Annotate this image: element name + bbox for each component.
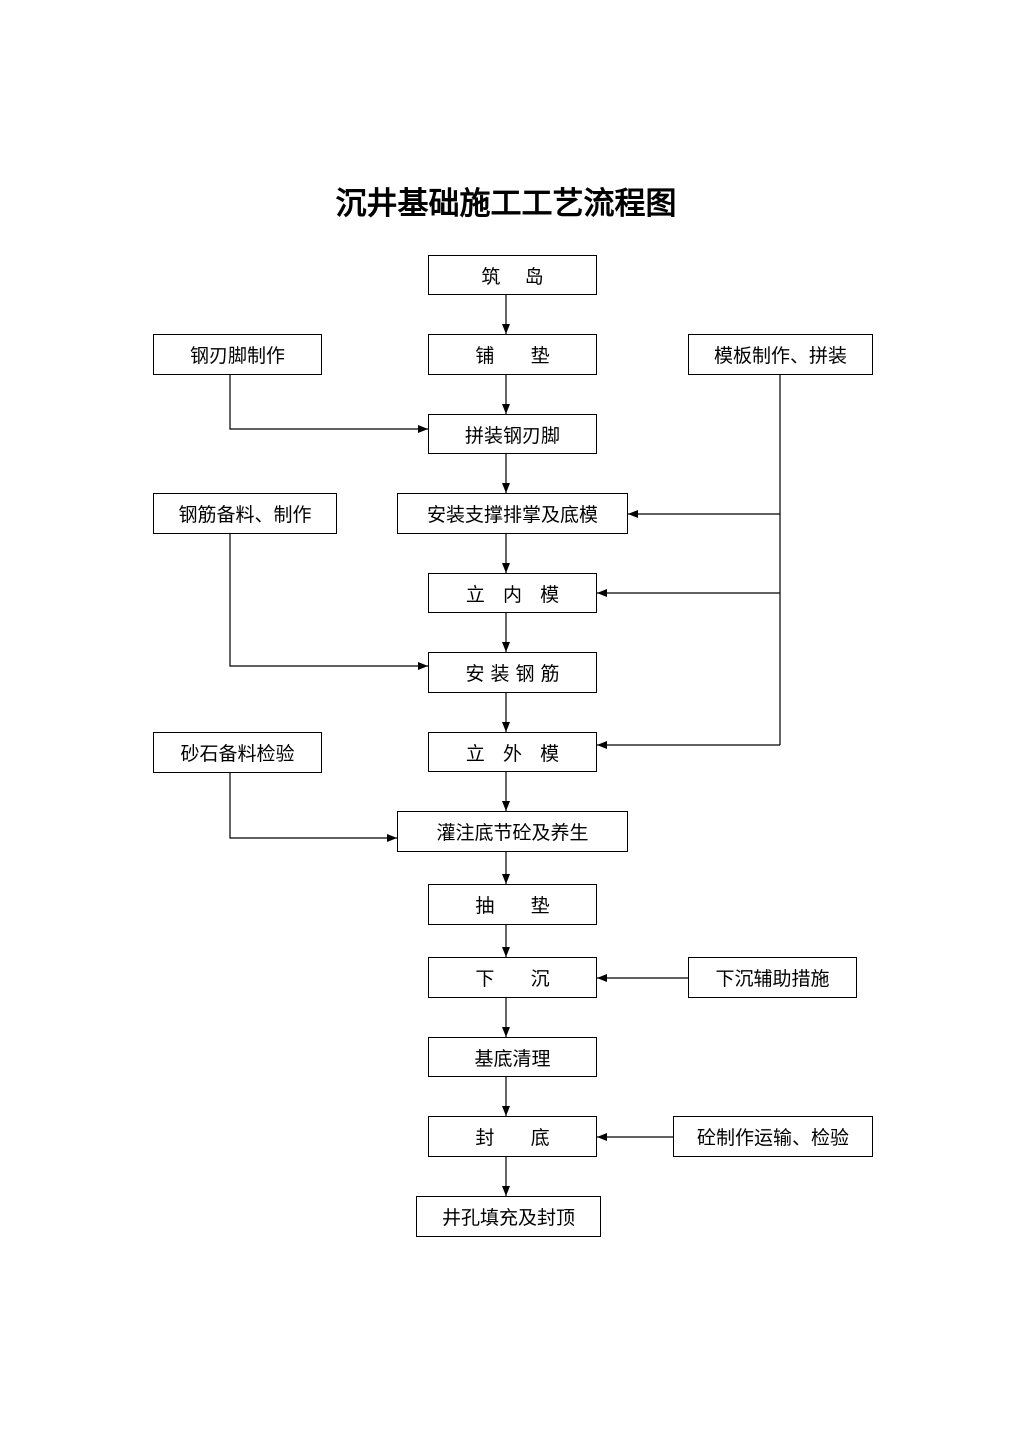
step-install-rebar: 安 装 钢 筋 (428, 652, 597, 693)
arrow-aggregate-to-pour (229, 773, 397, 842)
input-rebar-preparation: 钢筋备料、制作 (153, 493, 337, 534)
diagram-title: 沉井基础施工工艺流程图 (335, 186, 677, 222)
input-blade-fabrication: 钢刃脚制作 (153, 334, 322, 375)
step-erect-inner-form: 立 内 模 (428, 573, 597, 613)
step-seal-bottom: 封 底 (428, 1116, 597, 1157)
step-install-support-and-bottom-form: 安装支撑排掌及底模 (397, 493, 628, 534)
input-aggregate-inspection: 砂石备料检验 (153, 732, 322, 773)
step-lay-cushion: 铺 垫 (428, 334, 597, 375)
input-concrete-production: 砼制作运输、检验 (673, 1116, 873, 1157)
step-pour-bottom-section-and-cure: 灌注底节砼及养生 (397, 811, 628, 852)
step-erect-outer-form: 立 外 模 (428, 732, 597, 772)
step-assemble-steel-blade: 拼装钢刃脚 (428, 414, 597, 454)
step-sink: 下 沉 (428, 957, 597, 998)
arrow-blade-to-assemble (229, 375, 428, 433)
arrow-rebar-to-install (229, 534, 428, 670)
input-sinking-aids: 下沉辅助措施 (688, 957, 857, 998)
step-remove-cushion: 抽 垫 (428, 884, 597, 925)
step-fill-well-and-cap: 井孔填充及封顶 (416, 1196, 601, 1237)
step-clean-base: 基底清理 (428, 1037, 597, 1077)
input-formwork-fabrication: 模板制作、拼装 (688, 334, 873, 375)
step-build-island: 筑 岛 (428, 255, 597, 295)
